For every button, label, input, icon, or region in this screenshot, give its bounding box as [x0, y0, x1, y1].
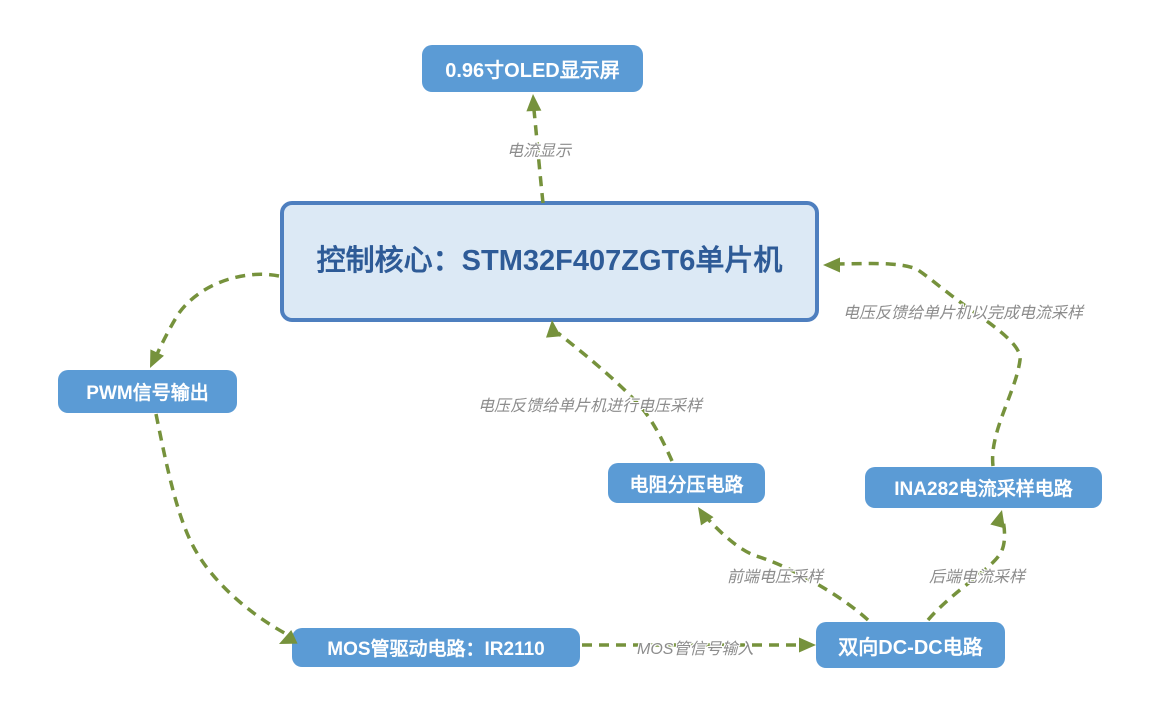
node-resistor-divider[interactable]: 电阻分压电路 [608, 463, 765, 503]
arrowhead-up-icon [546, 320, 561, 338]
node-dcdc-converter[interactable]: 双向DC-DC电路 [816, 622, 1005, 668]
arrowhead-left-icon [823, 257, 840, 273]
node-mcu-core[interactable]: 控制核心：STM32F407ZGT6单片机 [280, 201, 819, 322]
edge-label-mos-signal-input: MOS管信号输入 [637, 641, 754, 658]
edge-mcu-to-pwm [152, 272, 280, 362]
edge-pwm-to-mos [154, 413, 291, 638]
arrowhead-down-icon [150, 349, 164, 368]
node-mos-driver[interactable]: MOS管驱动电路：IR2110 [292, 628, 580, 667]
arrowhead-right-icon [799, 637, 816, 653]
edge-ina282-to-mcu [835, 261, 1022, 467]
arrowhead-up-icon [698, 507, 714, 526]
node-oled-display[interactable]: 0.96寸OLED显示屏 [422, 45, 643, 92]
edge-label-current-display: 电流显示 [507, 143, 572, 160]
edge-label-voltage-feedback-current-sampling: 电压反馈给单片机以完成电流采样 [843, 305, 1084, 322]
arrowhead-up-icon [526, 94, 542, 112]
edge-label-voltage-feedback-voltage-sampling: 电压反馈给单片机进行电压采样 [478, 398, 703, 415]
edge-label-front-voltage-sampling: 前端电压采样 [727, 569, 824, 586]
node-ina282-current-sampling[interactable]: INA282电流采样电路 [865, 467, 1102, 508]
node-pwm-output[interactable]: PWM信号输出 [58, 370, 237, 413]
arrowhead-up-icon [990, 510, 1005, 529]
edge-label-back-current-sampling: 后端电流采样 [929, 569, 1026, 586]
